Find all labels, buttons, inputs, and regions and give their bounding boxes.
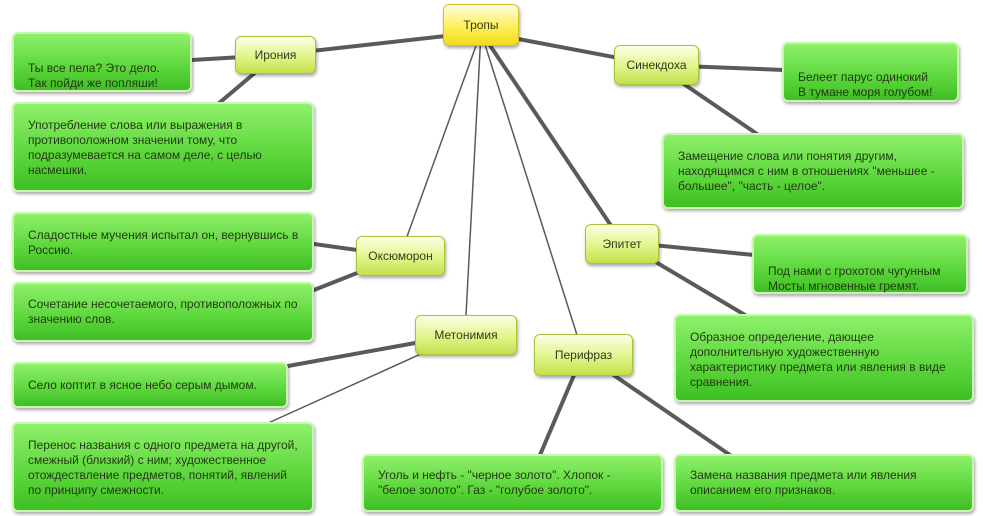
- periphrasis-example-text: Уголь и нефть - "черное золото". Хлопок …: [378, 468, 611, 497]
- synecdoche-label: Синекдоха: [626, 57, 687, 72]
- node-metonymy: Метонимия: [415, 315, 517, 355]
- epithet-definition-box: Образное определение, дающее дополнитель…: [674, 314, 974, 402]
- oxymoron-example-text: Сладостные мучения испытал он, вернувшис…: [28, 228, 299, 257]
- root-node: Тропы: [443, 4, 519, 46]
- synecdoche-definition-text: Замещение слова или понятия другим, нахо…: [678, 149, 935, 193]
- edge-root-oxymoron: [399, 31, 482, 257]
- edge-root-metonymy: [464, 31, 482, 335]
- periphrasis-definition-box: Замена названия предмета или явления опи…: [674, 454, 974, 512]
- periphrasis-label: Перифраз: [554, 347, 613, 362]
- oxymoron-label: Оксюморон: [368, 248, 433, 263]
- metonymy-definition-box: Перенос названия с одного предмета на др…: [12, 422, 314, 512]
- synecdoche-definition-box: Замещение слова или понятия другим, нахо…: [662, 133, 964, 209]
- oxymoron-example-box: Сладостные мучения испытал он, вернувшис…: [12, 212, 314, 272]
- metonymy-definition-text: Перенос названия с одного предмета на др…: [28, 438, 298, 497]
- node-oxymoron: Оксюморон: [356, 236, 445, 276]
- metonymy-example-text: Село коптит в ясное небо серым дымом.: [28, 378, 257, 392]
- irony-label: Ирония: [254, 47, 297, 62]
- irony-definition-text: Употребление слова или выражения в проти…: [28, 118, 262, 177]
- epithet-example-box: Под нами с грохотом чугунным Мосты мгнов…: [752, 234, 968, 294]
- epithet-definition-text: Образное определение, дающее дополнитель…: [690, 330, 946, 389]
- metonymy-label: Метонимия: [434, 327, 498, 342]
- synecdoche-example-box: Белеет парус одинокий В тумане моря голу…: [782, 42, 959, 102]
- oxymoron-definition-box: Сочетание несочетаемого, противоположных…: [12, 282, 314, 342]
- root-label: Тропы: [463, 17, 499, 32]
- edge-root-epithet: [479, 30, 624, 244]
- node-epithet: Эпитет: [585, 224, 659, 264]
- periphrasis-definition-text: Замена названия предмета или явления опи…: [690, 468, 917, 497]
- epithet-example-text: Под нами с грохотом чугунным Мосты мгнов…: [768, 264, 941, 293]
- irony-example-box: Ты все пела? Это дело. Так пойди же попл…: [12, 32, 192, 92]
- node-periphrasis: Перифраз: [534, 334, 633, 376]
- irony-definition-box: Употребление слова или выражения в проти…: [12, 102, 314, 192]
- epithet-label: Эпитет: [602, 236, 642, 251]
- edge-root-periphrasis: [480, 31, 584, 355]
- oxymoron-definition-text: Сочетание несочетаемого, противоположных…: [28, 297, 298, 326]
- irony-example-text: Ты все пела? Это дело. Так пойди же попл…: [28, 61, 160, 90]
- periphrasis-example-box: Уголь и нефть - "черное золото". Хлопок …: [362, 454, 663, 512]
- synecdoche-example-text: Белеет парус одинокий В тумане моря голу…: [798, 70, 933, 99]
- node-synecdoche: Синекдоха: [614, 45, 699, 85]
- node-irony: Ирония: [235, 36, 316, 74]
- metonymy-example-box: Село коптит в ясное небо серым дымом.: [12, 362, 288, 408]
